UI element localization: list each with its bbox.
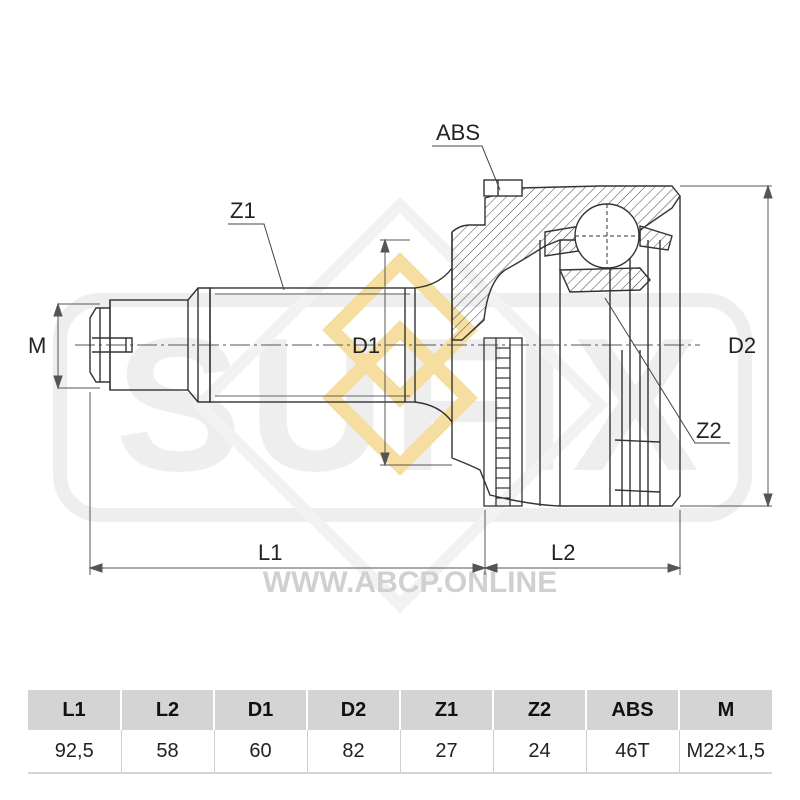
watermark-site: WWW.ABCP.ONLINE	[263, 566, 557, 599]
label-m: M	[28, 333, 46, 358]
abs-ring-teeth	[496, 347, 510, 499]
spec-value-m: M22×1,5	[679, 730, 772, 774]
spec-value-d2: 82	[307, 730, 401, 774]
spec-value-z2: 24	[493, 730, 587, 774]
spec-table-header-row: L1 L2 D1 D2 Z1 Z2 ABS M	[28, 690, 772, 730]
spec-value-l1: 92,5	[28, 730, 122, 774]
spec-value-d1: 60	[214, 730, 308, 774]
leader-lines	[228, 145, 730, 444]
label-l2: L2	[551, 540, 575, 565]
spec-value-z1: 27	[400, 730, 494, 774]
spec-table-value-row: 92,5 58 60 82 27 24 46T M22×1,5	[28, 730, 772, 774]
spec-header-d1: D1	[214, 690, 308, 730]
spec-table: L1 L2 D1 D2 Z1 Z2 ABS M 92,5 58 60 82 27…	[28, 690, 772, 774]
spec-header-abs: ABS	[586, 690, 680, 730]
spec-header-z2: Z2	[493, 690, 587, 730]
joint-housing	[451, 179, 681, 507]
watermark-logo: SUFIX WWW.ABCP.ONLINE	[53, 196, 752, 614]
spec-value-abs: 46T	[586, 730, 680, 774]
cv-joint-drawing: SUFIX WWW.ABCP.ONLINE	[28, 120, 773, 614]
spec-header-z1: Z1	[400, 690, 494, 730]
dimension-lines	[53, 184, 773, 575]
spec-header-l2: L2	[121, 690, 215, 730]
spec-header-l1: L1	[28, 690, 122, 730]
spec-value-l2: 58	[121, 730, 215, 774]
spec-header-d2: D2	[307, 690, 401, 730]
label-z1: Z1	[230, 198, 256, 223]
label-z2: Z2	[696, 418, 722, 443]
label-l1: L1	[258, 540, 282, 565]
label-d1: D1	[352, 333, 380, 358]
spec-header-m: M	[679, 690, 772, 730]
label-d2: D2	[728, 333, 756, 358]
label-abs: ABS	[436, 120, 480, 145]
